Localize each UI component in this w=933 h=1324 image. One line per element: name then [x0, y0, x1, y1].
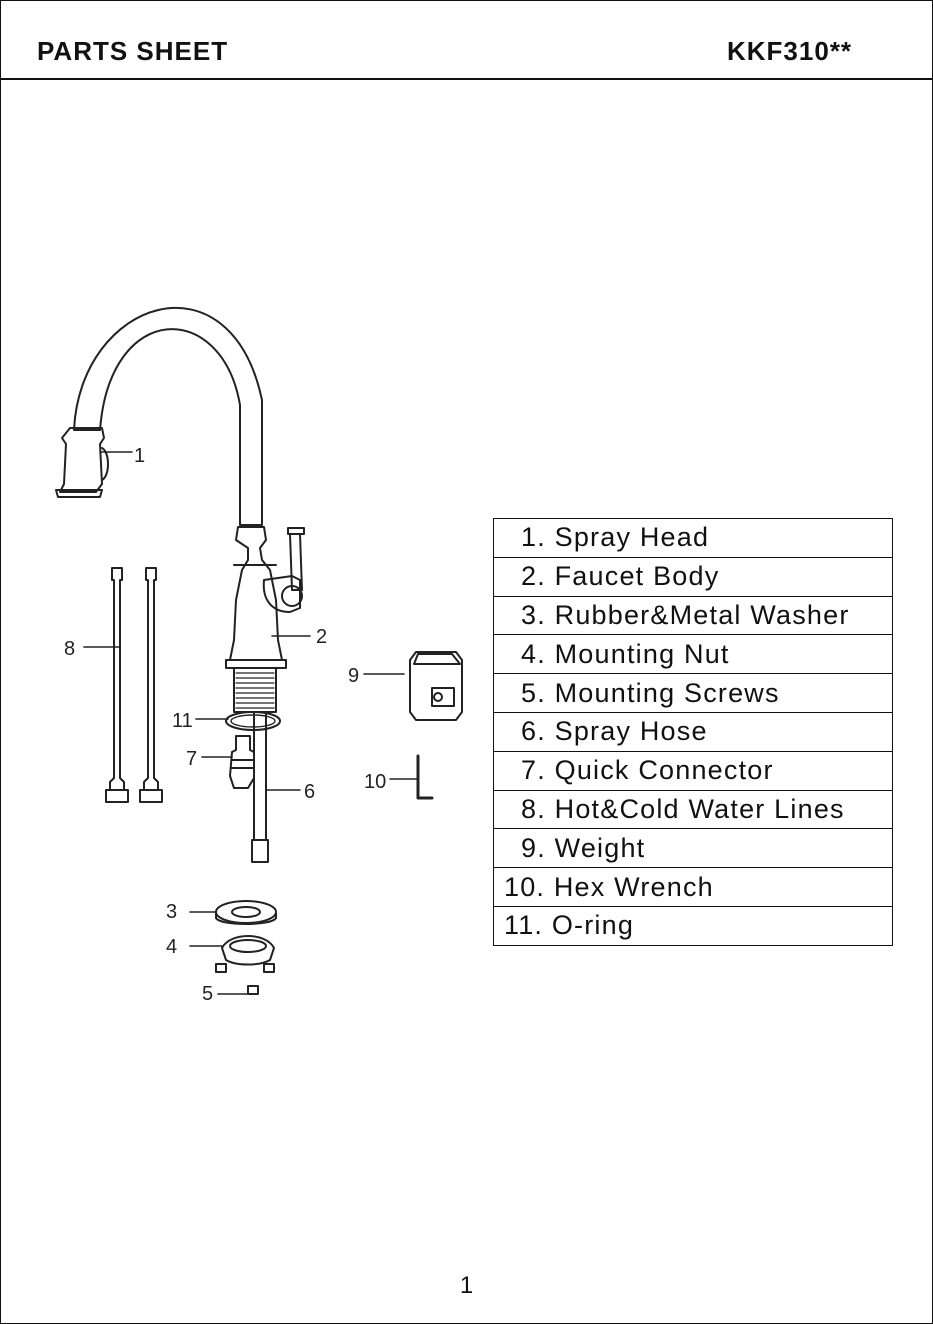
table-row: 11. O-ring: [494, 906, 893, 945]
threaded-shank: [234, 668, 276, 712]
table-row: 4. Mounting Nut: [494, 635, 893, 674]
table-row: 5. Mounting Screws: [494, 674, 893, 713]
spray-hose: [254, 712, 266, 840]
callout-7: 7: [186, 748, 197, 770]
callout-3: 3: [166, 901, 177, 923]
part-label: 5. Mounting Screws: [494, 674, 893, 713]
table-row: 9. Weight: [494, 829, 893, 868]
parts-list-table: 1. Spray Head 2. Faucet Body 3. Rubber&M…: [493, 518, 893, 946]
table-row: 1. Spray Head: [494, 519, 893, 558]
table-row: 3. Rubber&Metal Washer: [494, 596, 893, 635]
table-row: 8. Hot&Cold Water Lines: [494, 790, 893, 829]
callout-1: 1: [134, 445, 145, 467]
part-label: 6. Spray Hose: [494, 712, 893, 751]
part-label: 9. Weight: [494, 829, 893, 868]
spray-head: [56, 428, 108, 497]
part-label: 1. Spray Head: [494, 519, 893, 558]
part-label: 4. Mounting Nut: [494, 635, 893, 674]
part-label: 8. Hot&Cold Water Lines: [494, 790, 893, 829]
water-lines: [106, 568, 162, 802]
part-label: 11. O-ring: [494, 906, 893, 945]
table-row: 2. Faucet Body: [494, 557, 893, 596]
rubber-metal-washer: [216, 901, 276, 924]
callout-5: 5: [202, 983, 213, 1005]
part-label: 2. Faucet Body: [494, 557, 893, 596]
quick-connector: [230, 736, 254, 788]
hex-wrench: [418, 756, 432, 798]
mounting-nut: [222, 936, 274, 965]
table-row: 10. Hex Wrench: [494, 868, 893, 907]
callout-2: 2: [316, 626, 327, 648]
callout-6: 6: [304, 781, 315, 803]
part-label: 7. Quick Connector: [494, 751, 893, 790]
faucet-body: [226, 527, 304, 668]
table-row: 7. Quick Connector: [494, 751, 893, 790]
callout-9: 9: [348, 665, 359, 687]
table-row: 6. Spray Hose: [494, 712, 893, 751]
callout-10: 10: [364, 771, 386, 793]
part-label: 10. Hex Wrench: [494, 868, 893, 907]
callout-8: 8: [64, 638, 75, 660]
page-number: 1: [0, 1272, 933, 1300]
weight-block: [410, 652, 462, 720]
callout-11: 11: [172, 710, 193, 732]
callout-4: 4: [166, 936, 177, 958]
mounting-screws: [216, 964, 274, 994]
part-label: 3. Rubber&Metal Washer: [494, 596, 893, 635]
